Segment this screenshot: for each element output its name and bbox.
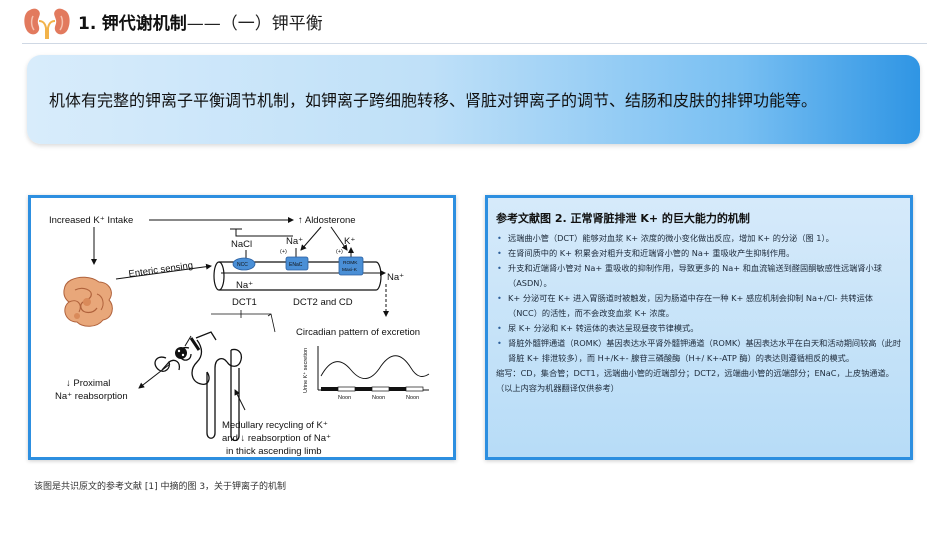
list-item: •尿 K+ 分泌和 K+ 转运体的表达呈现昼夜节律模式。 — [497, 323, 699, 333]
label-na-mid: Na⁺ — [236, 280, 253, 291]
label-circadian: Circadian pattern of excretion — [296, 327, 420, 338]
label-medullary-3: in thick ascending limb — [226, 446, 322, 457]
label-proximal-1: ↓ Proximal — [66, 378, 110, 389]
label-k-top: K⁺ — [344, 236, 355, 247]
figure-caption: 该图是共识原文的参考文献 [1] 中摘的图 3，关于钾离子的机制 — [34, 482, 287, 492]
title-number: 1. — [78, 14, 97, 34]
label-medullary-1: Medullary recycling of K⁺ — [222, 420, 328, 431]
intro-text: 机体有完整的钾离子平衡调节机制，如钾离子跨细胞转移、肾脏对钾离子的调节、结肠和皮… — [49, 91, 818, 110]
label-nacl: NaCl — [231, 239, 252, 250]
title-main: 钾代谢机制 — [101, 14, 187, 34]
figure-panel: Increased K⁺ Intake ↑ Aldosterone NaCl N… — [28, 195, 456, 460]
label-aldosterone: ↑ Aldosterone — [298, 215, 356, 226]
reference-list: •远端曲小管（DCT）能够对血浆 K+ 浓度的微小变化做出反应，增加 K+ 的分… — [496, 231, 902, 366]
label-yaxis: Urine K⁺ secretion — [302, 348, 309, 393]
reference-panel: 参考文献图 2. 正常肾脏排泄 K+ 的巨大能力的机制 •远端曲小管（DCT）能… — [485, 195, 913, 460]
header: 1. 钾代谢机制——（一）钾平衡 — [0, 0, 950, 44]
tick-noon-2: Noon — [372, 395, 385, 401]
label-maxik: Maxi-K — [342, 267, 358, 273]
label-ncc: NCC — [237, 262, 248, 268]
tick-noon-3: Noon — [406, 395, 419, 401]
list-item: •升支和近端肾小管对 Na+ 重吸收的抑制作用，导致更多的 Na+ 和血流输送到… — [497, 263, 882, 288]
reference-footnote: 缩写：CD，集合管；DCT1，远端曲小管的近端部分；DCT2，远端曲小管的远端部… — [496, 368, 894, 393]
label-plus-2: (+) — [336, 249, 343, 255]
label-medullary-2: and ↓ reabsorption of Na⁺ — [222, 433, 331, 444]
title-sub: ——（一）钾平衡 — [186, 14, 323, 34]
label-proximal-2: Na⁺ reabsorption — [55, 391, 128, 402]
intro-banner: 机体有完整的钾离子平衡调节机制，如钾离子跨细胞转移、肾脏对钾离子的调节、结肠和皮… — [27, 55, 920, 144]
intestine-illustration — [63, 276, 113, 327]
label-enteric: Enteric sensing — [128, 260, 194, 280]
label-dct2: DCT2 and CD — [293, 297, 353, 308]
list-item: •K+ 分泌可在 K+ 进入胃肠道时被触发，因为肠道中存在一种 K+ 感应机制会… — [497, 293, 873, 318]
nephron-illustration — [154, 331, 243, 442]
label-dct1: DCT1 — [232, 297, 257, 308]
list-item: •在肾间质中的 K+ 积累会对粗升支和近端肾小管的 Na+ 重吸收产生抑制作用。 — [497, 248, 795, 258]
tick-noon-1: Noon — [338, 395, 351, 401]
reference-title: 参考文献图 2. 正常肾脏排泄 K+ 的巨大能力的机制 — [496, 212, 750, 225]
kidney-icon — [24, 8, 70, 39]
page-title: 1. 钾代谢机制——（一）钾平衡 — [78, 13, 323, 35]
label-na-out: Na⁺ — [387, 272, 404, 283]
label-plus-1: (+) — [280, 249, 287, 255]
label-na-top: Na⁺ — [286, 236, 303, 247]
list-item: •远端曲小管（DCT）能够对血浆 K+ 浓度的微小变化做出反应，增加 K+ 的分… — [497, 233, 834, 243]
list-item: •肾脏外髓钾通道（ROMK）基因表达水平肾外髓钾通道（ROMK）基因表达水平在白… — [497, 338, 902, 363]
potassium-mechanism-figure: Increased K⁺ Intake ↑ Aldosterone NaCl N… — [49, 215, 430, 457]
header-divider — [22, 43, 927, 44]
label-romk: ROMK — [343, 260, 358, 266]
label-intake: Increased K⁺ Intake — [49, 215, 133, 226]
label-enac: ENaC — [289, 262, 303, 268]
